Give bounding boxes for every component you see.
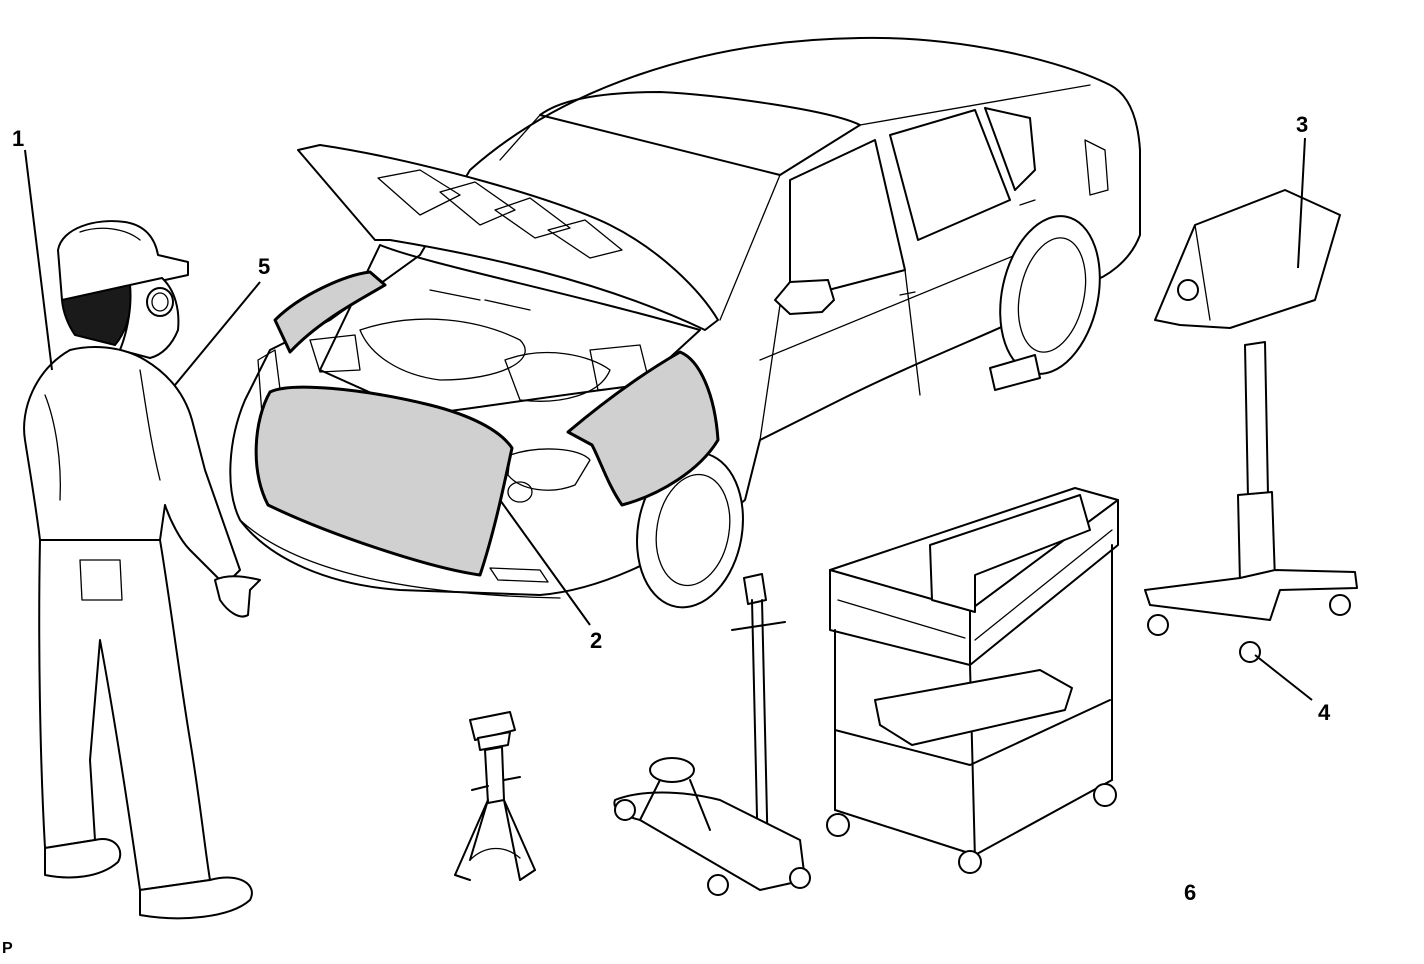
torso xyxy=(23,346,241,586)
callout-labels: 1 2 3 4 5 6 P xyxy=(2,112,1331,957)
technician xyxy=(23,220,261,920)
right-shoe xyxy=(139,876,253,920)
work-lamp-stand xyxy=(1144,189,1358,663)
jack-handle xyxy=(743,573,767,605)
floor-jack xyxy=(613,573,811,896)
cart-tray xyxy=(874,669,1073,746)
corner-mark: P xyxy=(2,940,13,957)
callout-5: 5 xyxy=(258,254,270,279)
jack-stand xyxy=(454,711,536,881)
front-grille-cover xyxy=(254,385,514,577)
callout-6: 6 xyxy=(1184,880,1196,905)
callout-1: 1 xyxy=(12,126,24,151)
rear-side-window xyxy=(889,109,1011,241)
callout-2: 2 xyxy=(590,628,602,653)
side-mirror xyxy=(774,279,835,315)
hand xyxy=(214,575,261,618)
callout-4: 4 xyxy=(1318,700,1331,725)
tool-cart xyxy=(826,487,1119,874)
cart-box xyxy=(929,494,1091,613)
callout-3: 3 xyxy=(1296,112,1308,137)
left-shoe xyxy=(44,838,122,879)
lamp-head xyxy=(1154,189,1341,329)
leader-lines xyxy=(24,137,1313,701)
left-fender-cover xyxy=(273,270,387,354)
wheel-chock xyxy=(989,354,1041,391)
protective-covers xyxy=(254,270,720,577)
lamp-base xyxy=(1144,569,1358,621)
right-headlight xyxy=(507,448,591,491)
lamp-caster xyxy=(1239,641,1261,663)
windshield xyxy=(539,91,861,176)
open-hood xyxy=(297,144,719,331)
right-fender-cover xyxy=(566,350,720,507)
trousers xyxy=(38,539,211,891)
glasses xyxy=(146,287,174,317)
